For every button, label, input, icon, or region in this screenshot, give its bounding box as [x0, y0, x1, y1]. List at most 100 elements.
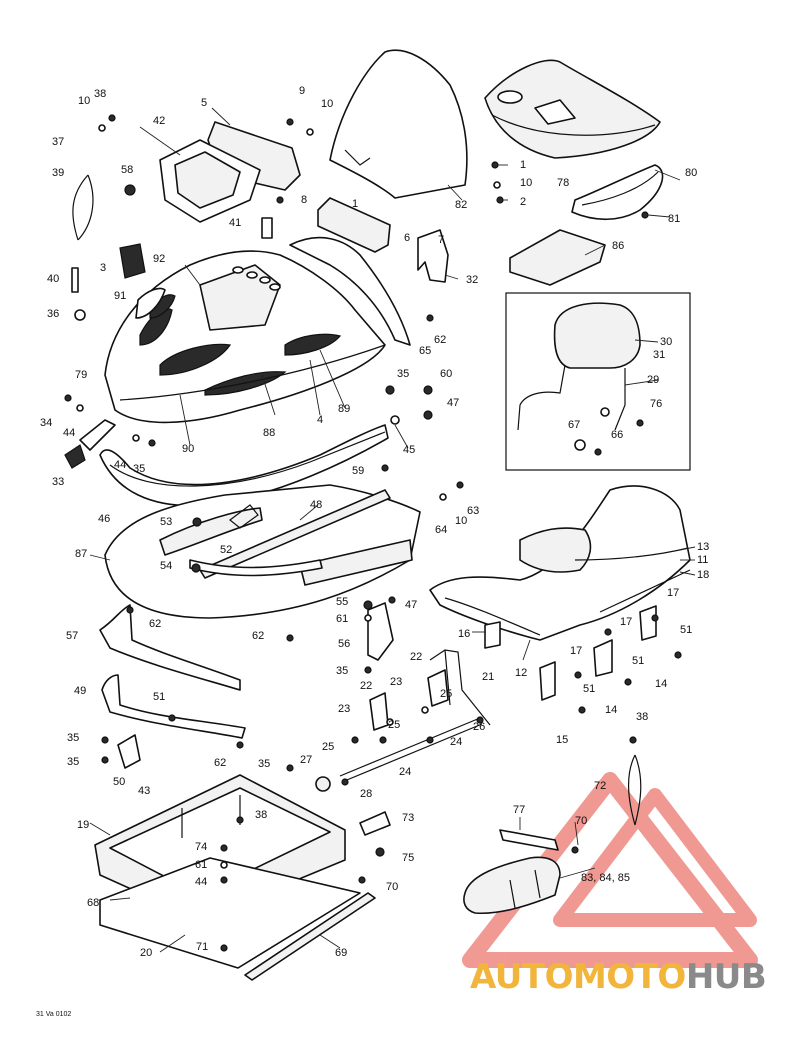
- callout: 69: [335, 947, 347, 959]
- callout: 1: [352, 198, 358, 210]
- callout: 18: [697, 569, 709, 581]
- callout: 25: [440, 688, 452, 700]
- callout: 56: [338, 638, 350, 650]
- callouts: 10 38 37 39 5 42 9 10 58 8 41 1 82 1 10 …: [40, 85, 709, 959]
- handle-frame: [429, 649, 491, 726]
- callout: 38: [94, 88, 106, 100]
- callout: 57: [66, 630, 78, 642]
- callout: 61: [195, 859, 207, 871]
- bracket-50: [117, 734, 141, 769]
- bracket-14a: [593, 639, 613, 677]
- callout: 48: [310, 499, 322, 511]
- callout: 20: [140, 947, 152, 959]
- callout: 64: [435, 524, 447, 536]
- callout: 91: [114, 290, 126, 302]
- callout: 77: [513, 804, 525, 816]
- callout: 44: [195, 876, 207, 888]
- callout: 35: [397, 368, 409, 380]
- callout: 27: [300, 754, 312, 766]
- support-bar: [189, 559, 323, 577]
- floor-mat: [99, 857, 361, 969]
- callout: 71: [196, 941, 208, 953]
- callout: 10: [78, 95, 90, 107]
- tether-cable-72: [627, 754, 642, 826]
- callout: 41: [229, 217, 241, 229]
- tool-holder: [499, 829, 559, 851]
- callout: 37: [52, 136, 64, 148]
- bracket-14b: [639, 605, 657, 641]
- callout: 15: [556, 734, 568, 746]
- callout: 44: [63, 427, 75, 439]
- support-bracket: [417, 229, 449, 283]
- side-vent: [135, 287, 166, 319]
- callout: 44: [114, 459, 126, 471]
- callout: 14: [655, 678, 667, 690]
- callout: 14: [605, 704, 617, 716]
- bracket-16: [484, 621, 501, 649]
- callout: 70: [386, 881, 398, 893]
- trim-49: [101, 674, 246, 739]
- rear-handle: [571, 164, 664, 221]
- callout: 33: [52, 476, 64, 488]
- callout: 52: [220, 544, 232, 556]
- foam-pad: [317, 197, 391, 253]
- callout: 31: [653, 349, 665, 361]
- callout: 10: [520, 177, 532, 189]
- callout: 49: [74, 685, 86, 697]
- rear-cover: [484, 59, 661, 159]
- callout: 23: [338, 703, 350, 715]
- callout: 76: [650, 398, 662, 410]
- trim-57: [99, 604, 241, 691]
- callout: 13: [697, 541, 709, 553]
- callout: 36: [47, 308, 59, 320]
- seat-strip: [599, 569, 691, 613]
- callout: 51: [680, 624, 692, 636]
- watermark-brand-part2: HUB: [685, 957, 767, 997]
- callout: 81: [668, 213, 680, 225]
- bracket-15: [539, 661, 556, 701]
- callout: 51: [153, 691, 165, 703]
- windshield: [329, 49, 468, 199]
- callout: 29: [647, 374, 659, 386]
- tool-kit: [463, 856, 561, 915]
- callout: 62: [214, 757, 226, 769]
- callout: 39: [52, 167, 64, 179]
- callout: 38: [636, 711, 648, 723]
- callout: 1: [520, 159, 526, 171]
- callout: 51: [632, 655, 644, 667]
- callout: 40: [47, 273, 59, 285]
- callout: 82: [455, 199, 467, 211]
- bracket-56: [367, 602, 394, 661]
- callout: 68: [87, 897, 99, 909]
- callout: 3: [100, 262, 106, 274]
- callout: 60: [440, 368, 452, 380]
- callout: 8: [301, 194, 307, 206]
- callout: 2: [520, 196, 526, 208]
- diagram-reference-code: 31 Va 0102: [36, 1011, 72, 1018]
- callout: 38: [255, 809, 267, 821]
- watermark-brand-part1: AUTOMOTO: [470, 957, 686, 997]
- callout: 42: [153, 115, 165, 127]
- callout: 63: [467, 505, 479, 517]
- backrest-pad: [553, 302, 641, 369]
- callout: 35: [133, 463, 145, 475]
- callout: 4: [317, 414, 323, 426]
- tether-cable: [72, 174, 94, 241]
- callout: 67: [568, 419, 580, 431]
- hood: [104, 250, 386, 424]
- callout: 79: [75, 369, 87, 381]
- callout: 61: [336, 613, 348, 625]
- callout: 59: [352, 465, 364, 477]
- callout: 35: [67, 732, 79, 744]
- leader-lines: [89, 107, 696, 953]
- callout: 75: [402, 852, 414, 864]
- latch-33: [64, 444, 86, 469]
- callout: 80: [685, 167, 697, 179]
- callout: 17: [667, 587, 679, 599]
- callout: 90: [182, 443, 194, 455]
- strip-69: [244, 892, 376, 981]
- callout: 62: [252, 630, 264, 642]
- callout: 16: [458, 628, 470, 640]
- rail-48: [199, 489, 391, 579]
- callout: 35: [258, 758, 270, 770]
